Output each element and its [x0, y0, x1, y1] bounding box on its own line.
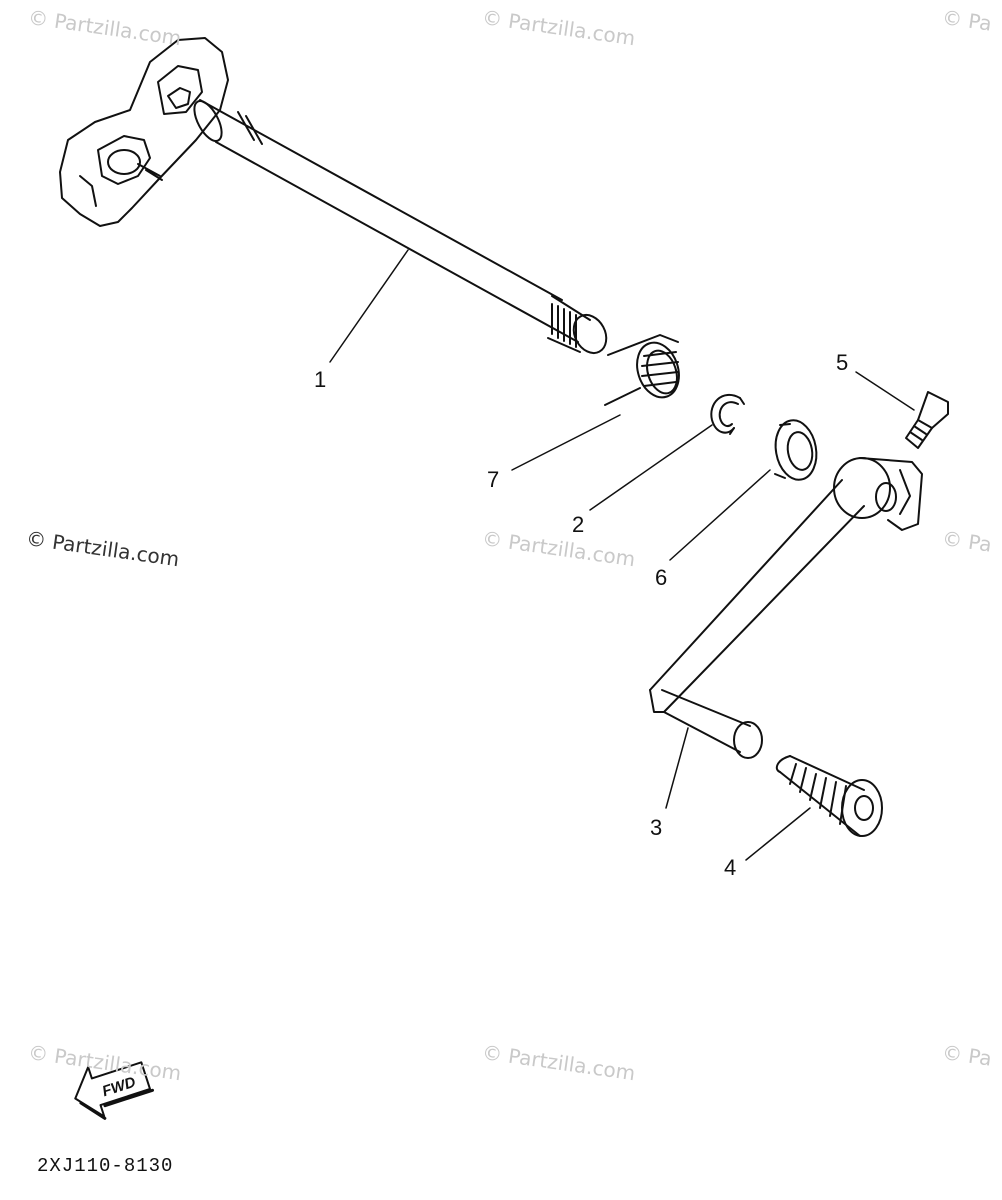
- leader-lines: [329, 249, 915, 861]
- diagram-code: 2XJ110-8130: [37, 1155, 174, 1177]
- leader-line-3: [665, 727, 689, 809]
- torsion-spring-part: [604, 334, 680, 406]
- pedal-rubber-part: [775, 755, 883, 837]
- fwd-arrow-icon: FWD: [74, 1061, 154, 1120]
- shift-shaft-part: [59, 37, 608, 355]
- leader-line-5: [855, 371, 915, 411]
- leader-line-1: [329, 249, 409, 363]
- callout-6: 6: [655, 565, 668, 590]
- leader-line-4: [745, 807, 811, 861]
- callout-2: 2: [572, 512, 585, 537]
- callout-7: 7: [487, 467, 500, 492]
- callout-3: 3: [650, 815, 663, 840]
- circlip-part: [710, 393, 745, 435]
- leader-line-7: [511, 414, 621, 471]
- callout-1: 1: [314, 367, 327, 392]
- leader-line-2: [589, 424, 713, 511]
- callout-5: 5: [836, 350, 849, 375]
- callout-4: 4: [724, 855, 737, 880]
- bolt-part: [905, 391, 949, 449]
- shift-pedal-part: [649, 457, 923, 759]
- leader-line-6: [669, 469, 771, 561]
- oil-seal-part: [774, 419, 818, 481]
